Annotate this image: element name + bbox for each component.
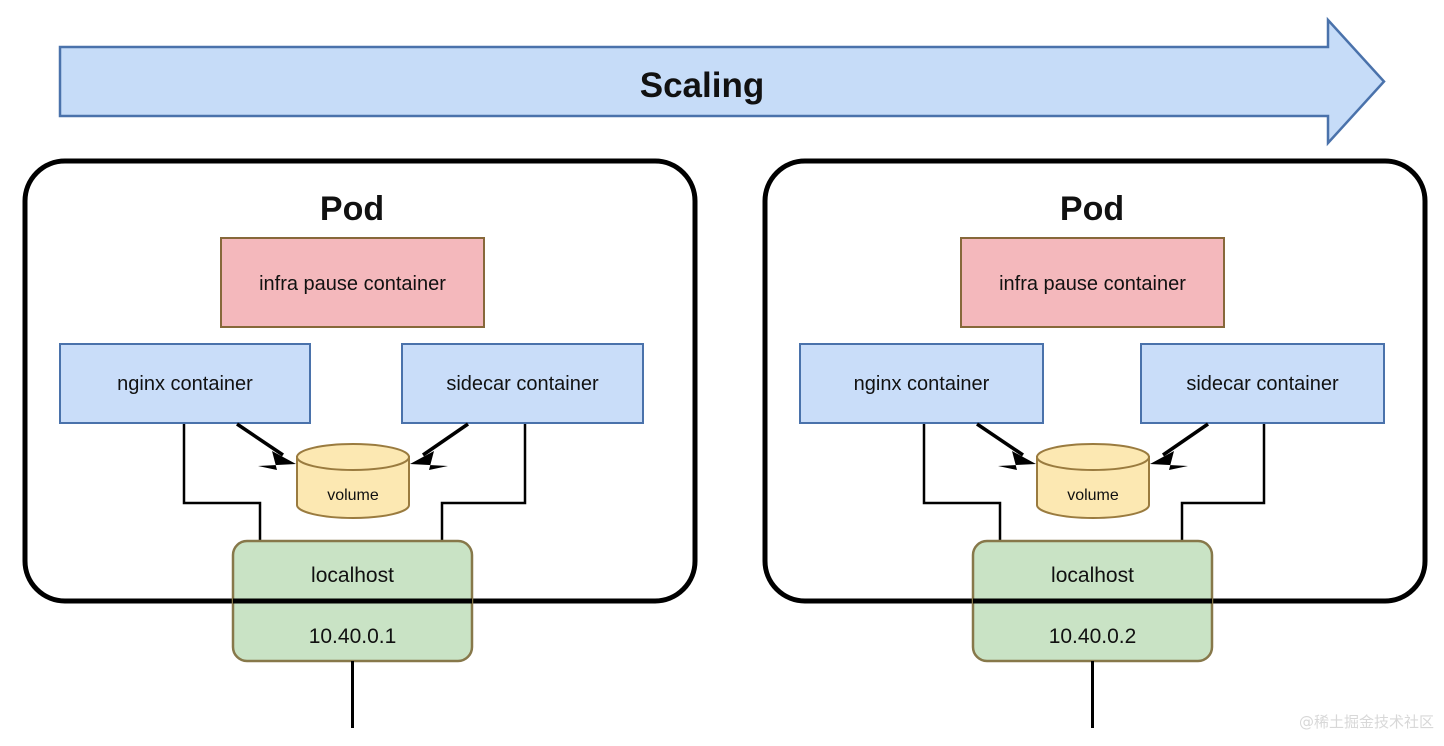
sidecar-volume-arrowhead-icon — [410, 451, 448, 470]
volume-label: volume — [1067, 487, 1119, 504]
volume-cylinder[interactable]: volume — [296, 443, 410, 519]
pod-ip-label: 10.40.0.2 — [1049, 625, 1137, 648]
sidecar-container-box[interactable] — [401, 343, 644, 424]
nginx-container-label: nginx container — [117, 373, 253, 395]
scaling-label: Scaling — [640, 66, 764, 105]
container-host-connectors — [922, 423, 1266, 541]
nginx-container-box[interactable] — [799, 343, 1044, 424]
nginx-volume-arrow-line — [236, 422, 284, 457]
nginx-host-connector — [922, 423, 1002, 541]
infra-pause-container-label: infra pause container — [259, 273, 446, 295]
nginx-container-label: nginx container — [854, 373, 990, 395]
pod-group-2[interactable]: Pod infra pause container nginx containe… — [762, 158, 1428, 728]
volume-body — [1036, 456, 1150, 519]
sidecar-host-connector — [440, 423, 527, 541]
infra-pause-container-box[interactable] — [220, 237, 485, 328]
sidecar-volume-arrow-line — [422, 422, 469, 457]
localhost-label: localhost — [311, 564, 394, 587]
volume-cylinder[interactable]: volume — [1036, 443, 1150, 519]
volume-arrows — [976, 422, 1209, 470]
watermark: @稀土掘金技术社区 — [1299, 713, 1434, 731]
right-arrow-icon — [58, 16, 1386, 147]
pod-title: Pod — [1060, 190, 1124, 228]
sidecar-container-label: sidecar container — [446, 373, 599, 395]
nginx-volume-arrowhead-icon — [258, 451, 296, 470]
pod-group-1[interactable]: Pod infra pause container nginx containe… — [22, 158, 698, 728]
volume-top — [1036, 443, 1150, 471]
nginx-container-box[interactable] — [59, 343, 311, 424]
infra-pause-container-box[interactable] — [960, 237, 1225, 328]
scaling-banner: Scaling — [58, 16, 1386, 147]
nginx-volume-arrow-line — [976, 422, 1024, 457]
volume-label: volume — [327, 487, 379, 504]
volume-top — [296, 443, 410, 471]
nginx-host-connector — [182, 423, 262, 541]
nginx-volume-arrowhead-icon — [998, 451, 1036, 470]
pod-ip-label: 10.40.0.1 — [309, 625, 397, 648]
infra-pause-container-label: infra pause container — [999, 273, 1186, 295]
sidecar-container-box[interactable] — [1140, 343, 1385, 424]
sidecar-container-label: sidecar container — [1186, 373, 1339, 395]
pod-title: Pod — [320, 190, 384, 228]
sidecar-host-connector — [1180, 423, 1266, 541]
volume-body — [296, 456, 410, 519]
volume-arrows — [236, 422, 469, 470]
sidecar-volume-arrowhead-icon — [1150, 451, 1188, 470]
localhost-label: localhost — [1051, 564, 1134, 587]
sidecar-volume-arrow-line — [1162, 422, 1209, 457]
container-host-connectors — [182, 423, 527, 541]
